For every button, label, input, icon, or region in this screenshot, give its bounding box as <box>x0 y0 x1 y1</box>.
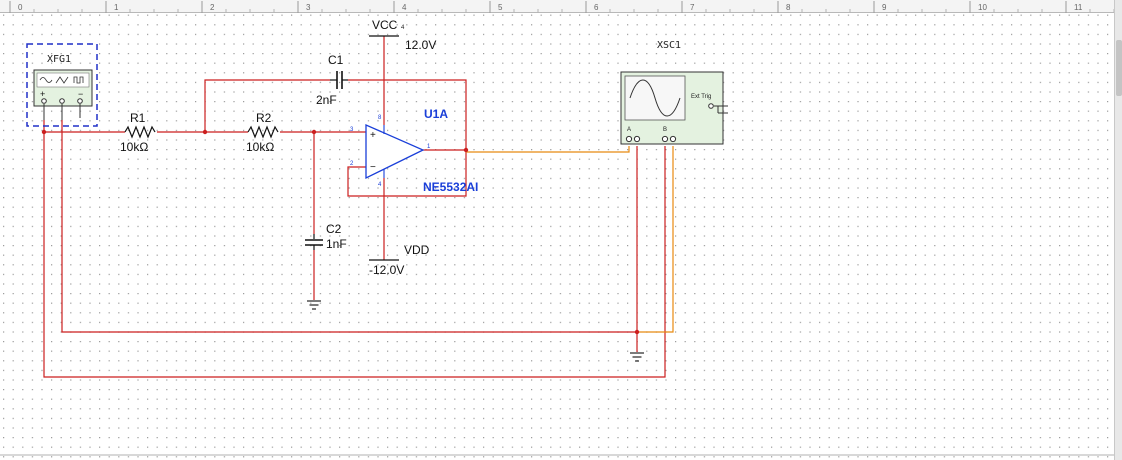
capacitor-c2[interactable]: C2 1nF <box>305 222 347 251</box>
vcc-pin-number: 4 <box>401 25 405 31</box>
square-wave-icon <box>73 76 84 84</box>
ruler-tick-label: 9 <box>882 3 887 12</box>
xfg1-pin-plus: + <box>40 89 45 99</box>
r2-symbol <box>247 125 279 139</box>
capacitor-c1[interactable]: C1 2nF <box>316 53 348 107</box>
junction-dot <box>463 147 469 153</box>
ruler-tick-label: 5 <box>498 3 503 12</box>
vcc-voltage: 12.0V <box>405 38 436 52</box>
wire-node-c1[interactable] <box>204 79 330 132</box>
xsc1-channel-a-label: A <box>627 127 631 133</box>
supply-vcc[interactable]: VCC 4 12.0V <box>369 18 436 52</box>
xsc1-channel-a-plus-terminal[interactable] <box>625 135 633 143</box>
ruler-tick-label: 1 <box>114 3 119 12</box>
opamp-part: NE5532AI <box>423 180 478 194</box>
xsc1-channel-b-minus-terminal[interactable] <box>669 135 677 143</box>
opamp-minus-sign: − <box>370 162 376 173</box>
opamp-ref: U1A <box>424 107 448 121</box>
junctions <box>41 129 640 335</box>
junction-dot <box>634 329 640 335</box>
xfg1-terminal-minus[interactable] <box>77 98 83 104</box>
c1-ref: C1 <box>328 53 344 67</box>
xfg1-terminal-plus[interactable] <box>41 98 47 104</box>
wires <box>43 36 666 378</box>
c2-ref: C2 <box>326 222 342 236</box>
vdd-label: VDD <box>404 243 430 257</box>
ruler-tick-label: 8 <box>786 3 791 12</box>
ground-symbol-scope <box>630 352 644 362</box>
ruler-tick-label: 2 <box>210 3 215 12</box>
wire-output-scope-a[interactable] <box>466 146 630 153</box>
wire-c1-output[interactable] <box>348 79 467 150</box>
ruler-tick-label: 3 <box>306 3 311 12</box>
xfg1-pin-minus: − <box>78 89 83 99</box>
r2-ref: R2 <box>256 111 272 125</box>
ruler-tick-label: 7 <box>690 3 695 12</box>
junction-dot <box>41 129 47 135</box>
ground-symbol-c2 <box>307 300 321 310</box>
oscilloscope-xsc1[interactable]: XSC1 Ext Trig A B <box>620 40 728 145</box>
opamp-u1a[interactable]: + − 3 2 1 8 4 U1A NE5532AI <box>350 107 478 194</box>
xsc1-ext-trig-label: Ext Trig <box>691 94 711 100</box>
opamp-pin-1: 1 <box>427 144 431 150</box>
opamp-pin-3: 3 <box>350 127 354 133</box>
ruler-tick-label: 4 <box>402 3 407 12</box>
resistor-r1[interactable]: R1 10kΩ <box>120 111 156 154</box>
xsc1-ref: XSC1 <box>657 40 681 51</box>
xsc1-ext-trig-terminal[interactable] <box>708 103 714 109</box>
xfg1-waveform-panel <box>36 72 90 88</box>
vcc-label: VCC <box>372 18 398 32</box>
grid-background <box>0 12 1114 460</box>
opamp-pin-4: 4 <box>378 182 382 188</box>
opamp-plus-sign: + <box>370 130 376 141</box>
opamp-pin-2: 2 <box>350 161 354 167</box>
ruler-tick-label: 0 <box>18 3 23 12</box>
ruler-tick-label: 10 <box>978 3 987 12</box>
ruler-tick-label: 11 <box>1074 3 1083 12</box>
sine-trace-icon <box>629 79 681 117</box>
r1-symbol <box>124 125 156 139</box>
selection-box <box>26 43 98 127</box>
wire-feedback[interactable] <box>347 150 467 197</box>
wire-xfg-scope-b[interactable] <box>43 120 666 378</box>
triangle-wave-icon <box>55 76 69 84</box>
vdd-voltage: -12.0V <box>369 263 404 277</box>
function-generator-xfg1[interactable]: XFG1 + − <box>26 43 98 127</box>
r1-ref: R1 <box>130 111 146 125</box>
xsc1-channel-b-plus-terminal[interactable] <box>661 135 669 143</box>
r1-value: 10kΩ <box>120 140 148 154</box>
xsc1-channel-b-label: B <box>663 127 667 133</box>
c2-value: 1nF <box>326 237 347 251</box>
junction-dot <box>202 129 208 135</box>
r2-value: 10kΩ <box>246 140 274 154</box>
wire-xfg-ground[interactable] <box>61 120 637 333</box>
xfg1-terminal-common[interactable] <box>59 98 65 104</box>
schematic-canvas[interactable]: XFG1 + − R1 10kΩ R2 10kΩ <box>0 12 1114 460</box>
resistor-r2[interactable]: R2 10kΩ <box>246 111 279 154</box>
opamp-pin-8: 8 <box>378 115 382 121</box>
xfg1-ref: XFG1 <box>47 54 71 65</box>
scope-wires <box>466 146 674 333</box>
supply-vdd[interactable]: VDD -12.0V <box>369 243 430 277</box>
ruler-tick-label: 6 <box>594 3 599 12</box>
wire-ground-scope-b[interactable] <box>637 146 674 333</box>
sine-wave-icon <box>39 77 53 83</box>
vertical-scrollbar[interactable] <box>1114 0 1122 460</box>
xsc1-channel-a-minus-terminal[interactable] <box>633 135 641 143</box>
schematic-svg[interactable]: XFG1 + − R1 10kΩ R2 10kΩ <box>0 12 1114 460</box>
junction-dot <box>311 129 317 135</box>
c1-value: 2nF <box>316 93 337 107</box>
opamp-triangle <box>365 124 425 180</box>
vertical-scrollbar-thumb[interactable] <box>1116 40 1122 96</box>
